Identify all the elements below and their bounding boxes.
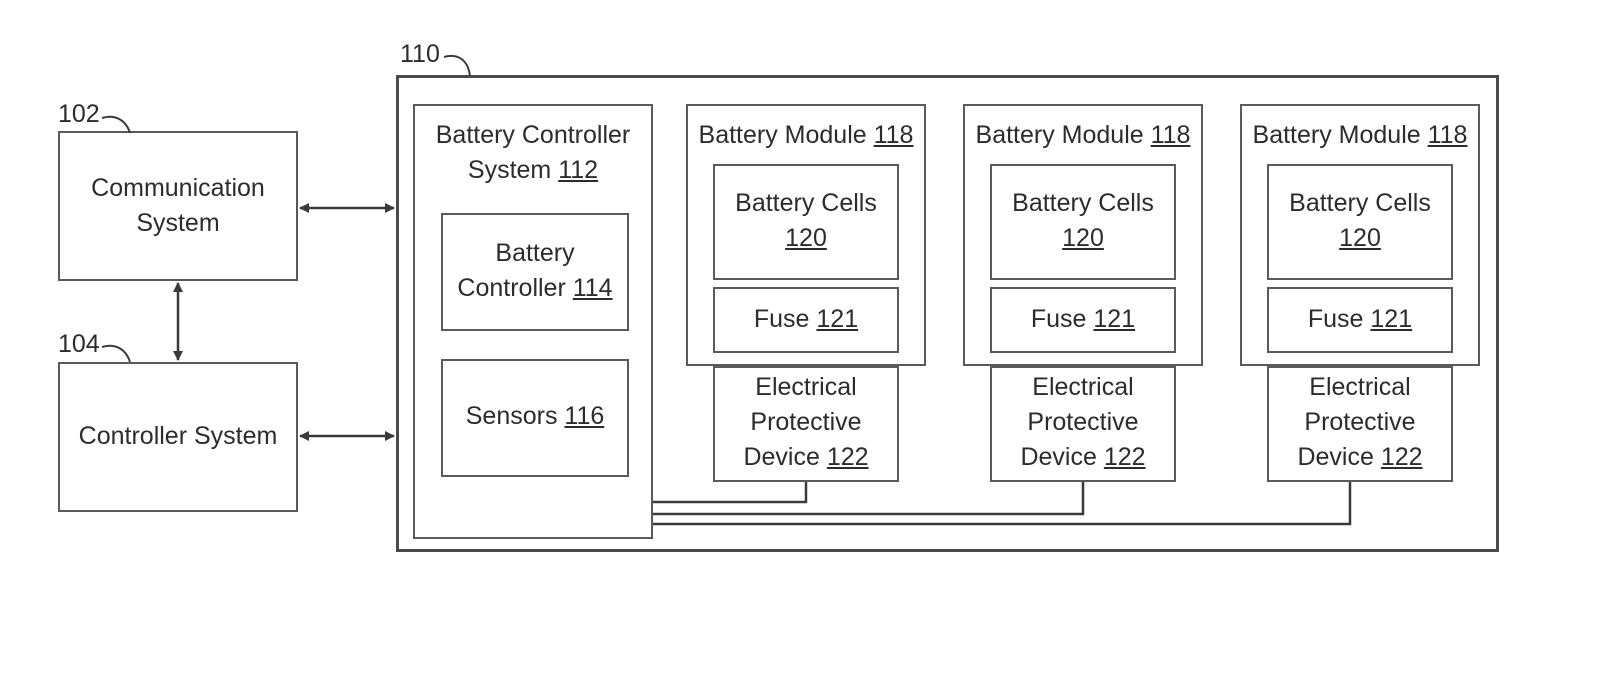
- leader-102: [102, 117, 130, 133]
- leader-104: [102, 346, 130, 362]
- leader-110: [444, 56, 470, 76]
- wire-epd-2: [653, 482, 1083, 514]
- wire-epd-1: [653, 482, 806, 502]
